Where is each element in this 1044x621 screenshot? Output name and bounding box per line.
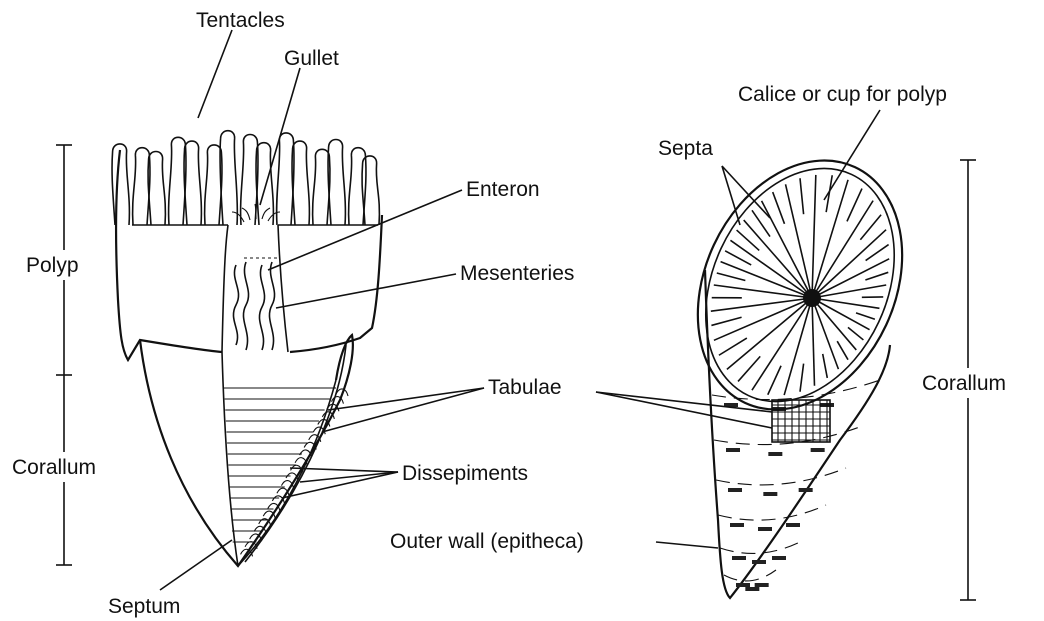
tentacle (133, 148, 150, 225)
mesentery-4 (269, 262, 274, 350)
leader-dissepiments-1 (290, 468, 398, 472)
tentacle (169, 137, 186, 225)
growth-ring (720, 540, 804, 553)
ring-mark (768, 452, 782, 456)
leader-dissepiments-2 (300, 472, 398, 482)
ring-mark (799, 488, 813, 492)
ring-mark (786, 523, 800, 527)
tentacle (148, 152, 165, 226)
septum-line (738, 356, 760, 381)
label-tabulae: Tabulae (488, 376, 562, 399)
mesentery-2 (243, 262, 248, 350)
ring-mark (752, 560, 766, 564)
polyp-body (116, 150, 382, 360)
tentacle (277, 133, 294, 225)
label-enteron: Enteron (466, 178, 540, 201)
septum-line (812, 298, 856, 350)
ring-mark (728, 488, 742, 492)
septum-line (773, 192, 785, 224)
septum-line (812, 298, 838, 369)
leader-mesenteries (276, 274, 456, 308)
label-outer-wall: Outer wall (epitheca) (390, 530, 584, 553)
septum-surface (222, 352, 238, 566)
septum-line (856, 313, 875, 319)
septum-line (812, 175, 816, 298)
ring-mark (745, 587, 759, 591)
septum-line (866, 245, 889, 261)
septum-line (860, 215, 881, 240)
label-tentacles: Tentacles (196, 9, 285, 32)
septum-line (865, 272, 888, 280)
label-dissepiments: Dissepiments (402, 462, 528, 485)
tentacle (328, 140, 345, 226)
septum-line (847, 189, 862, 222)
leader-outer-wall (656, 542, 718, 548)
columella (803, 289, 821, 307)
label-corallum-right: Corallum (922, 372, 1006, 395)
septum-line (711, 317, 741, 325)
dissepiment (272, 496, 284, 503)
septum-line (768, 366, 781, 395)
gullet (222, 225, 288, 352)
theca-inner (238, 380, 336, 566)
growth-ring (718, 505, 826, 520)
ring-mark (763, 492, 777, 496)
polyp-figure (112, 131, 382, 566)
leader-lines (160, 30, 880, 590)
septum-line (812, 298, 814, 386)
label-septum: Septum (108, 595, 180, 618)
label-mesenteries: Mesenteries (460, 262, 574, 285)
septum-line (800, 178, 804, 214)
septum-line (848, 327, 863, 340)
septum-line (719, 338, 747, 355)
mesentery-3 (259, 265, 264, 350)
left-scale-bars (10, 145, 122, 565)
leader-tabulae-2 (322, 388, 484, 432)
ring-mark (736, 583, 750, 587)
leader-tabulae-4 (596, 392, 772, 428)
septum-line (812, 180, 848, 298)
septum-line (727, 298, 812, 369)
septum-line (823, 354, 828, 378)
ring-mark (772, 556, 786, 560)
leader-tentacles (198, 30, 232, 118)
ring-mark (811, 448, 825, 452)
tentacle (184, 141, 201, 225)
septum-line (800, 364, 804, 392)
label-polyp: Polyp (26, 254, 79, 277)
ring-mark (726, 448, 740, 452)
septum-line (786, 184, 812, 298)
tabulae-group (224, 388, 336, 542)
label-gullet: Gullet (284, 47, 339, 70)
leader-septum (160, 540, 232, 590)
septum-line (717, 273, 746, 280)
septum-line (752, 298, 812, 390)
corallum-figure (659, 127, 941, 598)
mesentery-1 (233, 265, 238, 345)
tentacle (220, 131, 237, 225)
label-septa: Septa (658, 137, 713, 160)
leader-tabulae-1 (328, 388, 484, 410)
tentacle (112, 144, 129, 225)
growth-ring (716, 468, 846, 485)
label-corallum-left: Corallum (12, 456, 96, 479)
ring-mark (730, 523, 744, 527)
septum-line (837, 341, 848, 360)
ring-mark (755, 583, 769, 587)
ring-mark (758, 527, 772, 531)
label-calice: Calice or cup for polyp (738, 83, 947, 106)
septum-line (784, 298, 812, 395)
leader-calice (824, 110, 880, 200)
ring-mark (732, 556, 746, 560)
